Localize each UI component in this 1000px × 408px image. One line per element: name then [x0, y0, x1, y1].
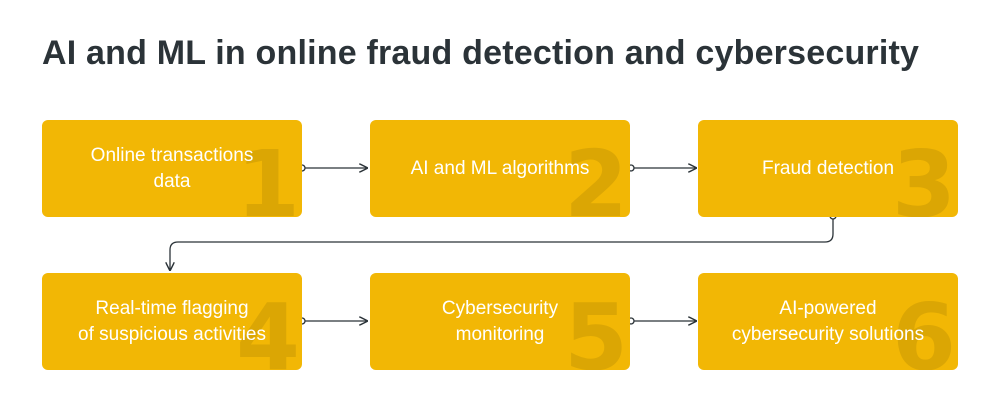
step-number: 4 [235, 284, 300, 371]
connector-5-6 [627, 318, 696, 324]
step-box-3: 3 Fraud detection [698, 120, 958, 217]
step-label: Online transactions data [90, 144, 254, 192]
step-label: AI and ML algorithms [410, 157, 590, 179]
connector-3-4 [170, 212, 837, 270]
step-box-4: 4 Real-time flagging of suspicious activ… [42, 273, 302, 370]
step-label: AI-powered cybersecurity solutions [731, 297, 925, 345]
step-label: Real-time flagging of suspicious activit… [78, 297, 266, 345]
step-number: 1 [235, 131, 300, 218]
step-number: 5 [563, 284, 628, 371]
connector-1-2 [298, 165, 367, 171]
step-label: Fraud detection [761, 157, 895, 179]
connector-2-3 [627, 165, 696, 171]
step-label: Cybersecurity monitoring [441, 297, 559, 345]
step-number: 6 [891, 284, 956, 371]
step-number: 2 [563, 131, 628, 218]
step-box-2: 2 AI and ML algorithms [370, 120, 630, 217]
page-title: AI and ML in online fraud detection and … [42, 34, 920, 72]
connector-4-5 [298, 318, 367, 324]
step-number: 3 [891, 131, 956, 218]
step-box-6: 6 AI-powered cybersecurity solutions [698, 273, 958, 370]
step-box-1: 1 Online transactions data [42, 120, 302, 217]
step-box-5: 5 Cybersecurity monitoring [370, 273, 630, 370]
